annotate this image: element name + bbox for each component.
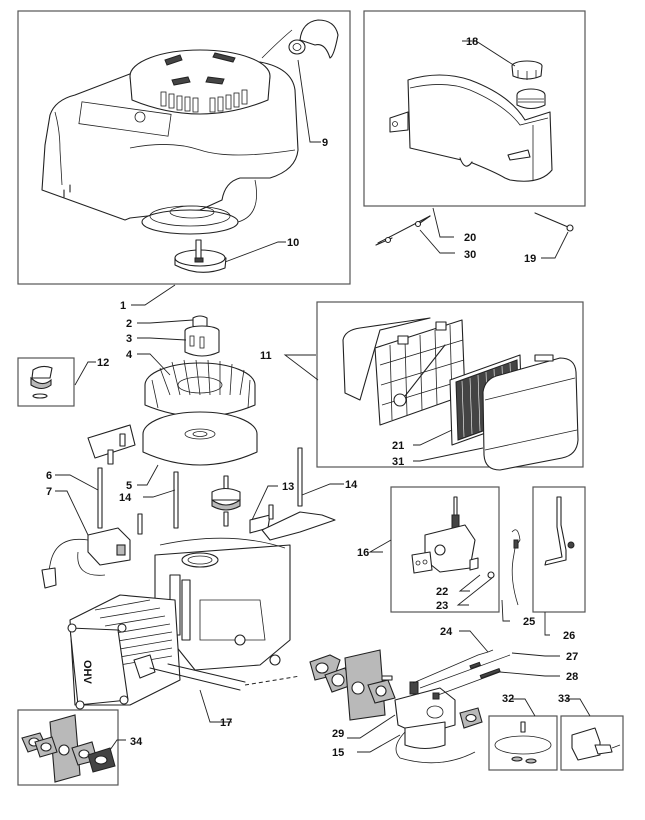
callout-13: 13 [282, 481, 294, 493]
callout-19: 19 [524, 253, 536, 265]
callout-26: 26 [563, 630, 575, 642]
studs-17 [149, 663, 301, 691]
ignition-coil [41, 513, 143, 589]
starter-cup [184, 325, 220, 357]
mount-and-ignition-module [211, 475, 241, 527]
callout-2: 2 [126, 318, 132, 330]
governor-frame [390, 486, 500, 613]
air-filter-base [342, 317, 466, 426]
callout-15: 15 [332, 747, 344, 759]
callout-12: 12 [97, 357, 109, 369]
kit-34-frame [17, 709, 119, 786]
rod-24 [412, 649, 494, 684]
kit-12-frame [17, 357, 75, 407]
bracket-13 [249, 504, 336, 541]
spring-27 [419, 654, 511, 689]
callout-29: 29 [332, 728, 344, 740]
callout-23: 23 [436, 600, 448, 612]
callout-17: 17 [220, 717, 232, 729]
callout-28: 28 [566, 671, 578, 683]
stud-30 [375, 215, 431, 246]
callout-30: 30 [464, 249, 476, 261]
flywheel-shroud-bracket [87, 424, 136, 465]
fuel-cap [511, 60, 543, 80]
callout-24: 24 [440, 626, 453, 638]
callout-14-left: 14 [119, 492, 132, 504]
carburetor [394, 681, 483, 764]
callout-18: 18 [466, 36, 478, 48]
callout-labels: 1 2 3 4 5 6 7 9 10 11 12 13 14 14 15 16 … [46, 36, 578, 759]
stud-14-right [297, 447, 303, 507]
gasket-kit-34 [21, 714, 116, 783]
leader-lines [55, 40, 591, 753]
ohv-marking: OHV [81, 660, 93, 685]
recoil-starter-housing [41, 49, 299, 221]
flywheel [142, 411, 258, 466]
callout-3: 3 [126, 333, 132, 345]
callout-32: 32 [502, 693, 514, 705]
callout-20: 20 [464, 232, 476, 244]
bolt-19 [534, 212, 574, 232]
stud-14-left [173, 471, 179, 529]
callout-16: 16 [357, 547, 369, 559]
lever-26-frame [532, 486, 586, 613]
callout-6: 6 [46, 470, 52, 482]
callout-33: 33 [558, 693, 570, 705]
governor-assembly [411, 496, 495, 579]
air-filter-cover [482, 354, 579, 471]
cooling-fan [144, 359, 256, 417]
fuel-tank-frame [363, 10, 586, 207]
callout-31: 31 [392, 456, 404, 468]
callout-5: 5 [126, 480, 132, 492]
callout-7: 7 [46, 486, 52, 498]
air-filter-frame [316, 301, 584, 468]
callout-9: 9 [322, 137, 328, 149]
stud-6 [97, 467, 103, 529]
float-kit-32 [494, 721, 552, 764]
cylinder-head: OHV [67, 594, 181, 710]
callout-10: 10 [287, 237, 299, 249]
engine-block [154, 537, 291, 671]
callout-21: 21 [392, 440, 404, 452]
callout-27: 27 [566, 651, 578, 663]
callout-14-right: 14 [345, 479, 358, 491]
kit-12-part [30, 365, 53, 399]
kit-33-frame [560, 715, 624, 771]
kit-32-frame [488, 715, 558, 771]
recoil-starter-frame [17, 10, 351, 285]
intake-gaskets [309, 649, 396, 721]
spring-25 [511, 529, 521, 606]
fuel-tank [389, 74, 553, 182]
callout-11: 11 [260, 350, 272, 362]
callout-22: 22 [436, 586, 448, 598]
callout-1: 1 [120, 300, 126, 312]
lever-26 [544, 496, 575, 566]
spring-28 [437, 667, 501, 696]
callout-4: 4 [126, 349, 133, 361]
callout-34: 34 [130, 736, 143, 748]
starter-handle [261, 19, 339, 59]
float-33 [571, 727, 621, 761]
callout-25: 25 [523, 616, 535, 628]
recoil-pulley [141, 179, 257, 235]
starter-pawl-plate [174, 239, 227, 273]
